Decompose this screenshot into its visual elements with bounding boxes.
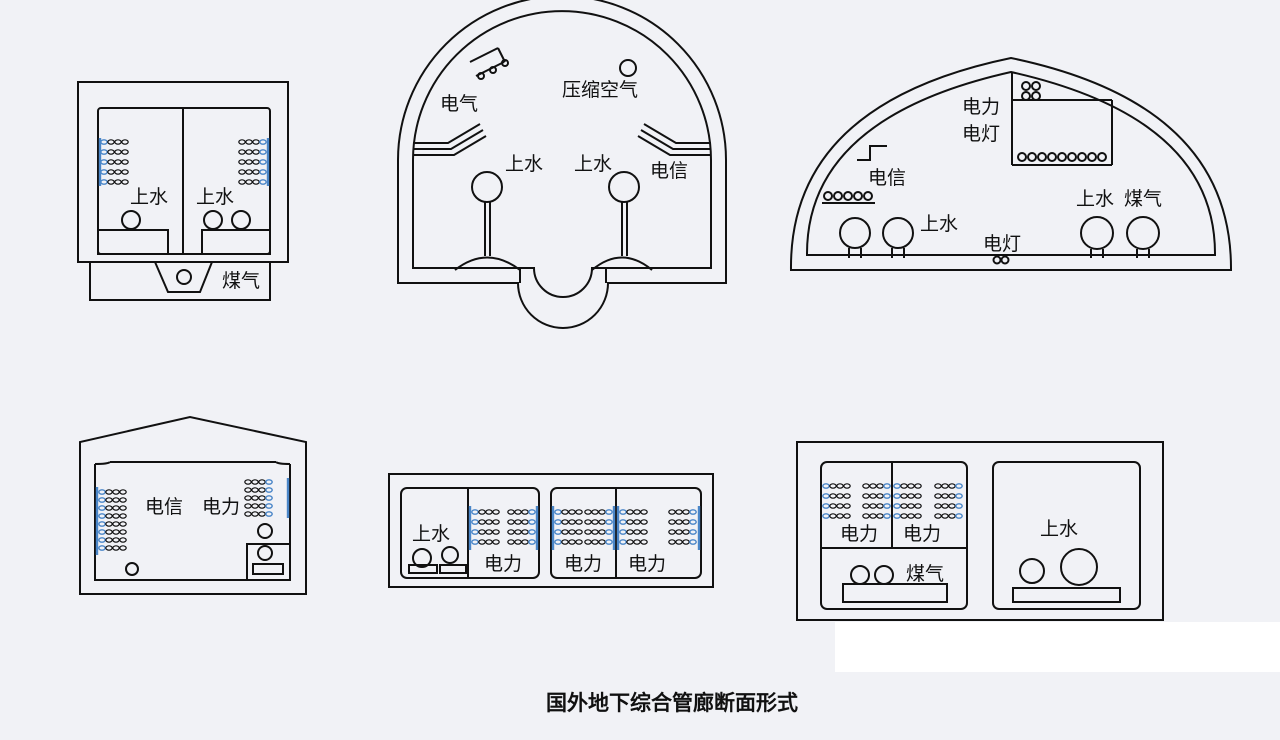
- label: 电信: [145, 496, 183, 518]
- gas-pipe: [874, 565, 894, 585]
- label: 电力: [484, 553, 522, 575]
- label: 压缩空气: [562, 79, 638, 101]
- label: 电信: [650, 160, 688, 182]
- water-pipe: [471, 171, 503, 203]
- label: 电力: [903, 523, 941, 545]
- gas-pipe: [1126, 216, 1160, 250]
- label: 电力: [564, 553, 602, 575]
- label: 上水: [412, 523, 450, 545]
- water-pipe: [882, 217, 914, 249]
- section-2-horseshoe: [397, 0, 727, 329]
- label: 上水: [130, 186, 168, 208]
- water-pipe: [257, 545, 273, 561]
- water-pipe: [1019, 558, 1045, 584]
- label: 电气: [440, 93, 478, 115]
- label: 上水: [920, 213, 958, 235]
- water-pipe: [1080, 216, 1114, 250]
- label: 电力: [202, 496, 240, 518]
- label: 电信: [868, 167, 906, 189]
- small-pipe: [125, 562, 139, 576]
- label: 电力: [628, 553, 666, 575]
- label: 电力: [840, 523, 878, 545]
- label: 煤气: [222, 270, 260, 292]
- figure-caption: 国外地下综合管廊断面形式: [546, 691, 798, 715]
- water-pipe: [121, 210, 141, 230]
- label: 上水: [196, 186, 234, 208]
- section-3-dome: [789, 56, 1233, 271]
- water-pipe: [441, 546, 459, 564]
- label: 电灯: [962, 123, 1000, 145]
- water-pipe: [257, 523, 273, 539]
- section-5-four-cell: [388, 473, 714, 588]
- water-pipe: [608, 171, 640, 203]
- water-pipe: [839, 217, 871, 249]
- label: 电灯: [983, 233, 1021, 255]
- water-pipe: [412, 548, 432, 568]
- section-4-gabled: [79, 415, 307, 595]
- label: 煤气: [906, 563, 944, 585]
- label: 煤气: [1124, 188, 1162, 210]
- water-pipe: [1060, 548, 1098, 586]
- label: 上水: [1076, 188, 1114, 210]
- gas-pipe: [176, 269, 192, 285]
- label: 电力: [962, 96, 1000, 118]
- label: 上水: [505, 153, 543, 175]
- cable-rack: [98, 479, 273, 551]
- gas-pipe: [850, 565, 870, 585]
- label: 上水: [574, 153, 612, 175]
- section-1-square-two-cell: [77, 81, 289, 301]
- compressed-air-pipe: [619, 59, 637, 77]
- water-pipe: [231, 210, 251, 230]
- section-6-double-box: [796, 441, 1164, 621]
- label: 上水: [1040, 518, 1078, 540]
- water-pipe: [203, 210, 223, 230]
- cable-rack: [471, 509, 697, 545]
